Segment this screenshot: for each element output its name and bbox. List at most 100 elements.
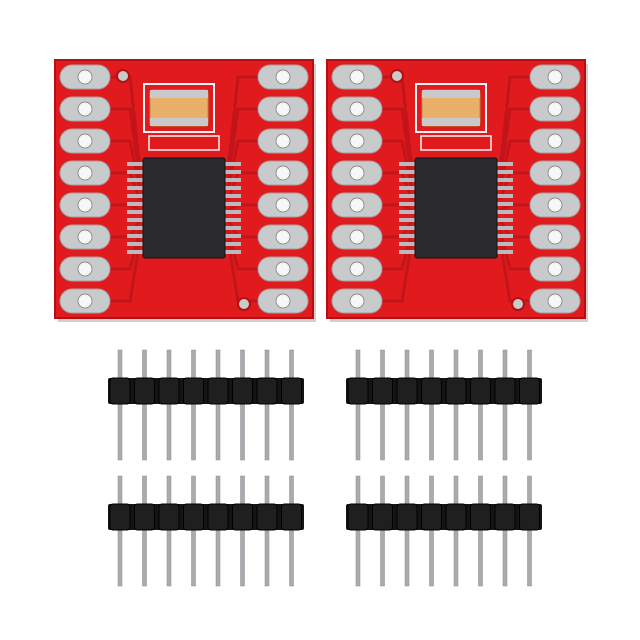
- header-segment: [347, 377, 369, 405]
- chip-pin: [127, 218, 143, 222]
- pad-hole: [547, 165, 563, 181]
- header-segment: [232, 377, 253, 405]
- chip-pin: [399, 194, 415, 198]
- chip-pin: [127, 250, 143, 254]
- mounting-via: [511, 297, 525, 311]
- pad-column-left: [331, 64, 383, 314]
- header-plastic-strip: [108, 504, 304, 530]
- header-segment: [396, 377, 418, 405]
- pad-hole: [275, 261, 291, 277]
- pcb-board-left: [54, 59, 316, 322]
- header-segment: [445, 503, 467, 531]
- pad-hole: [77, 229, 93, 245]
- header-segment: [470, 503, 491, 531]
- header-pin: [289, 475, 294, 587]
- header-pin: [380, 349, 385, 461]
- pcb-traces: [110, 75, 258, 303]
- pad-hole: [77, 101, 93, 117]
- pad-hole: [349, 165, 365, 181]
- chip-pin: [127, 202, 143, 206]
- chip-pin: [497, 162, 513, 166]
- pad-hole: [349, 229, 365, 245]
- chip-pin: [127, 186, 143, 190]
- chip-pin: [225, 250, 241, 254]
- pad-hole: [77, 69, 93, 85]
- pad-hole: [275, 165, 291, 181]
- chip-pin: [225, 178, 241, 182]
- chip-pin: [497, 186, 513, 190]
- header-segment: [158, 503, 180, 531]
- header-plastic-strip: [108, 378, 304, 404]
- chip-pin: [225, 194, 241, 198]
- pad-hole: [349, 133, 365, 149]
- pin-header-bottom-right: [346, 475, 542, 587]
- silkscreen-outline: [415, 83, 487, 133]
- chip-pin: [497, 218, 513, 222]
- header-pin: [289, 349, 294, 461]
- pad-hole: [275, 133, 291, 149]
- chip-pin: [127, 226, 143, 230]
- header-pin: [117, 349, 123, 461]
- header-pin: [527, 349, 532, 461]
- header-plastic-strip: [346, 378, 542, 404]
- chip-pin: [225, 218, 241, 222]
- mounting-via: [237, 297, 251, 311]
- header-pin: [404, 475, 410, 587]
- header-pin: [380, 475, 385, 587]
- header-pin: [166, 475, 172, 587]
- chip-pin: [399, 250, 415, 254]
- header-pin: [502, 349, 508, 461]
- chip-pin: [399, 234, 415, 238]
- driver-chip: [127, 135, 241, 259]
- chip-pin: [225, 234, 241, 238]
- pcb-trace: [382, 239, 414, 303]
- header-pin: [429, 475, 434, 587]
- pad-hole: [275, 69, 291, 85]
- silkscreen-outline: [148, 135, 220, 151]
- header-segment: [421, 377, 442, 405]
- driver-chip: [399, 135, 513, 259]
- pad-hole: [275, 229, 291, 245]
- silkscreen-outline: [420, 135, 492, 151]
- pcb-trace: [382, 107, 414, 181]
- pad-hole: [77, 293, 93, 309]
- silkscreen-outline: [143, 83, 215, 133]
- header-segment: [207, 377, 229, 405]
- header-pin: [264, 349, 270, 461]
- header-pin: [355, 349, 361, 461]
- chip-pin: [399, 226, 415, 230]
- pad-hole: [275, 293, 291, 309]
- pad-hole: [547, 101, 563, 117]
- chip-pin: [497, 250, 513, 254]
- pad-hole: [77, 165, 93, 181]
- pad-hole: [349, 197, 365, 213]
- pcb-trace: [498, 107, 530, 181]
- header-pin: [478, 349, 483, 461]
- header-pin: [166, 349, 172, 461]
- header-pin: [191, 475, 196, 587]
- chip-pin: [225, 162, 241, 166]
- pad-column-left: [59, 64, 111, 314]
- pad-hole: [349, 69, 365, 85]
- header-pin: [404, 349, 410, 461]
- chip-pin: [497, 242, 513, 246]
- chip-pin: [497, 170, 513, 174]
- pcb-board-right: [326, 59, 588, 322]
- pad-hole: [77, 133, 93, 149]
- chip-pin: [497, 210, 513, 214]
- chip-pin: [127, 210, 143, 214]
- header-pin: [264, 475, 270, 587]
- header-segment: [372, 377, 393, 405]
- chip-pin: [399, 242, 415, 246]
- header-pin: [429, 349, 434, 461]
- header-segment: [183, 377, 204, 405]
- header-pin: [478, 475, 483, 587]
- pad-hole: [547, 133, 563, 149]
- capacitor-terminal: [150, 90, 208, 98]
- header-segment: [183, 503, 204, 531]
- pad-column-right: [257, 64, 309, 314]
- header-pin: [117, 475, 123, 587]
- pad-column-right: [529, 64, 581, 314]
- header-segment: [519, 503, 540, 531]
